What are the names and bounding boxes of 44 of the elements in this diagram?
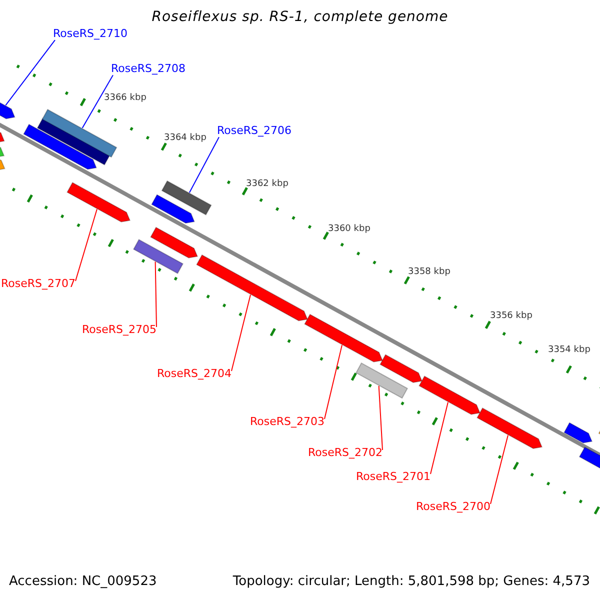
gene-block [304,314,384,362]
gene-block [564,422,593,444]
gene-block [132,238,184,274]
scale-label: 3354 kbp [548,346,590,356]
scale-label: 3356 kbp [490,312,532,322]
gene-label: RoseRS_2706 [217,125,292,138]
gene-label: RoseRS_2710 [53,28,128,40]
gene-label: RoseRS_2701 [356,471,430,484]
gene-block [418,376,481,415]
gene-block [355,362,408,399]
gene-block [196,254,308,322]
leader-line [154,261,157,328]
leader-line [82,74,114,129]
gene-block [66,182,131,222]
gene-block [151,194,195,224]
gene-label: RoseRS_2702 [308,447,382,460]
leader-line [231,294,251,372]
leader-line [378,385,383,450]
gene-label: RoseRS_2704 [157,368,232,380]
gene-label: RoseRS_2703 [250,416,324,428]
gene-block [380,354,423,384]
scale-label: 3362 kbp [246,180,288,190]
leader-line [430,402,448,474]
gene-label: RoseRS_2707 [1,278,76,290]
gene-block [161,180,212,216]
scale-label: 3360 kbp [328,225,370,235]
gene-block [476,407,543,450]
title: Roseiflexus sp. RS-1, complete genome [150,10,450,26]
gene-block [150,226,198,258]
leader-line [75,208,98,282]
gene-block [42,108,118,158]
leader-line [5,40,56,106]
scale-label: 3366 kbp [104,94,146,104]
gene-label: RoseRS_2700 [416,501,490,514]
scale-label: 3364 kbp [164,134,206,144]
footer-text: Topology: circular; Length: 5,801,598 bp; Genes: 4,573 [232,575,590,590]
leader-line [324,344,342,420]
gene-label: RoseRS_2705 [82,324,156,336]
scale-label: 3358 kbp [408,268,450,278]
leader-line [490,434,508,504]
footer-text: Accession: NC_009523 [9,575,157,590]
gene-block [23,124,97,170]
gene-label: RoseRS_2708 [111,63,186,76]
leader-line [188,136,220,194]
